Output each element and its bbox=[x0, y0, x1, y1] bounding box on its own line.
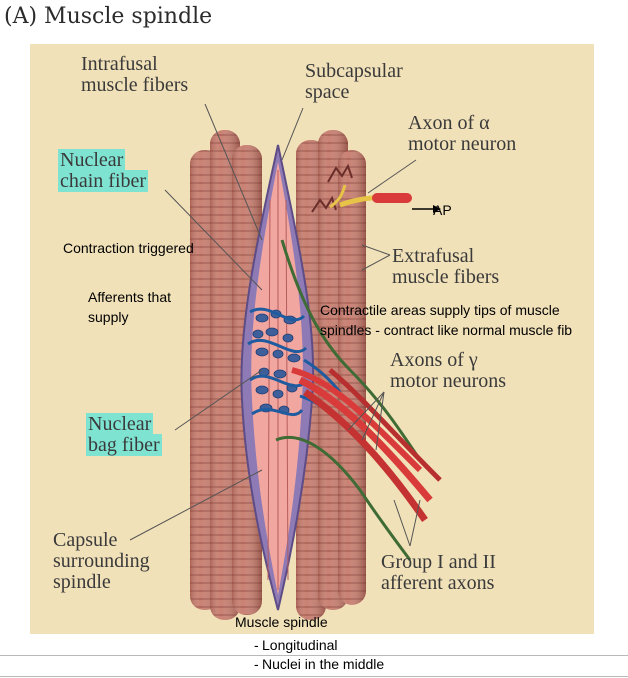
afferent-endings bbox=[247, 307, 342, 420]
caption-muscle-spindle: Muscle spindle bbox=[235, 614, 328, 630]
note-contraction: Contraction triggered bbox=[63, 240, 194, 256]
efferent-afferent-axons bbox=[275, 239, 442, 561]
label-nuclear-bag-fiber: Nuclear bag fiber bbox=[86, 413, 162, 456]
alpha-motor-axon bbox=[311, 163, 412, 213]
note-ap: AP bbox=[433, 202, 452, 218]
ap-arrow bbox=[412, 205, 441, 213]
list-item: Longitudinal bbox=[232, 636, 384, 655]
bullet-list: Longitudinal Nuclei in the middle bbox=[232, 636, 384, 674]
divider bbox=[0, 676, 628, 677]
leader-lines bbox=[129, 103, 421, 547]
figure-title: (A) Muscle spindle bbox=[4, 4, 213, 29]
label-nuclear-chain-fiber: Nuclear chain fiber bbox=[58, 149, 149, 192]
list-item: Nuclei in the middle bbox=[232, 655, 384, 674]
